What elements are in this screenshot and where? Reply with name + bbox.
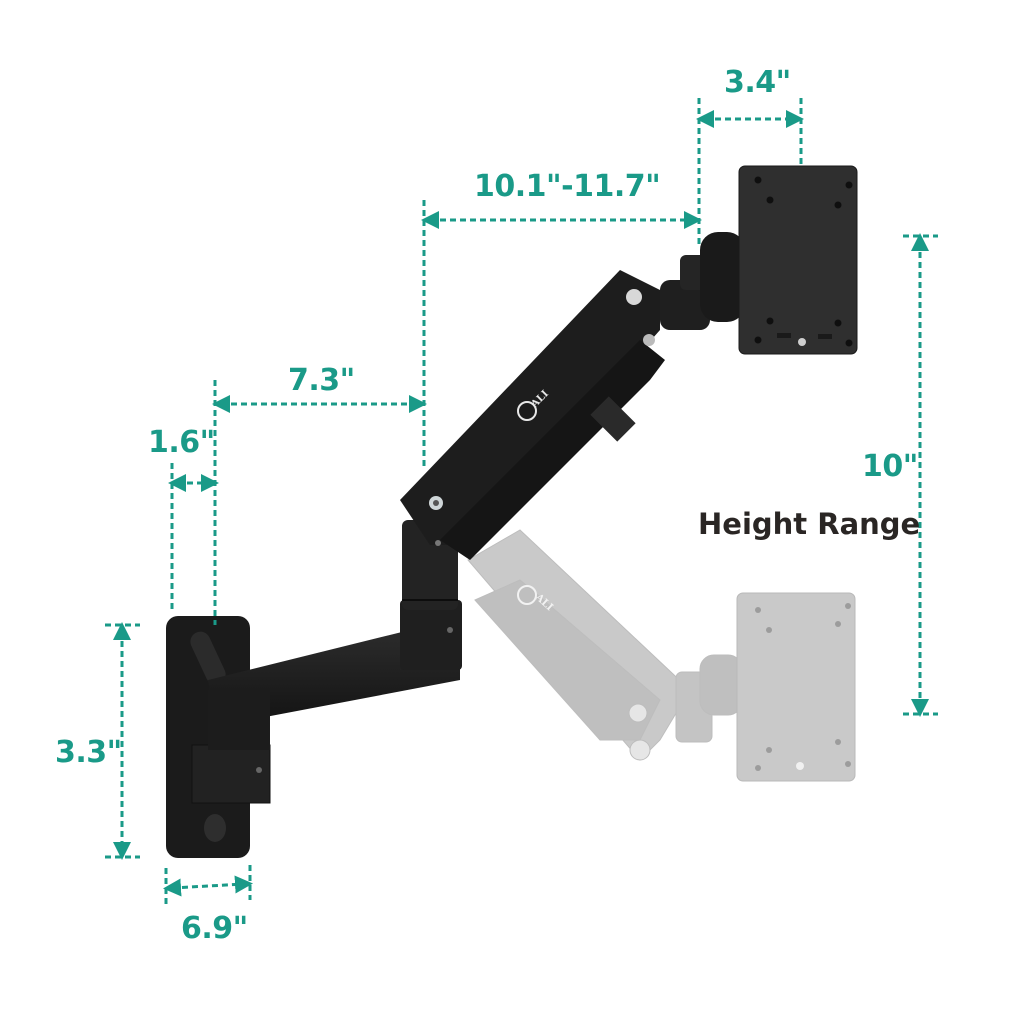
height-range-caption: Height Range bbox=[698, 507, 921, 541]
dim-label-vesa-width: 3.4" bbox=[724, 65, 791, 100]
tilt-head bbox=[660, 232, 745, 330]
dim-label-wall-plate-width: 6.9" bbox=[181, 911, 248, 946]
dim-6-9-arrow bbox=[163, 875, 253, 897]
ghost-arm-lowered-position: ALI bbox=[467, 529, 856, 782]
dim-label-wall-plate-height: 3.3" bbox=[55, 735, 122, 770]
dim-label-height-range: 10" bbox=[862, 449, 918, 484]
upper-arm: ALI bbox=[400, 270, 665, 560]
vesa-plate bbox=[738, 165, 858, 355]
dim-label-upper-arm-reach: 10.1"-11.7" bbox=[474, 169, 661, 204]
ghost-vesa-holes bbox=[755, 603, 851, 771]
dimension-lines bbox=[105, 98, 938, 908]
dim-label-lower-arm-reach: 7.3" bbox=[288, 363, 355, 398]
dim-label-plate-offset: 1.6" bbox=[148, 425, 215, 460]
vesa-holes bbox=[754, 176, 853, 347]
